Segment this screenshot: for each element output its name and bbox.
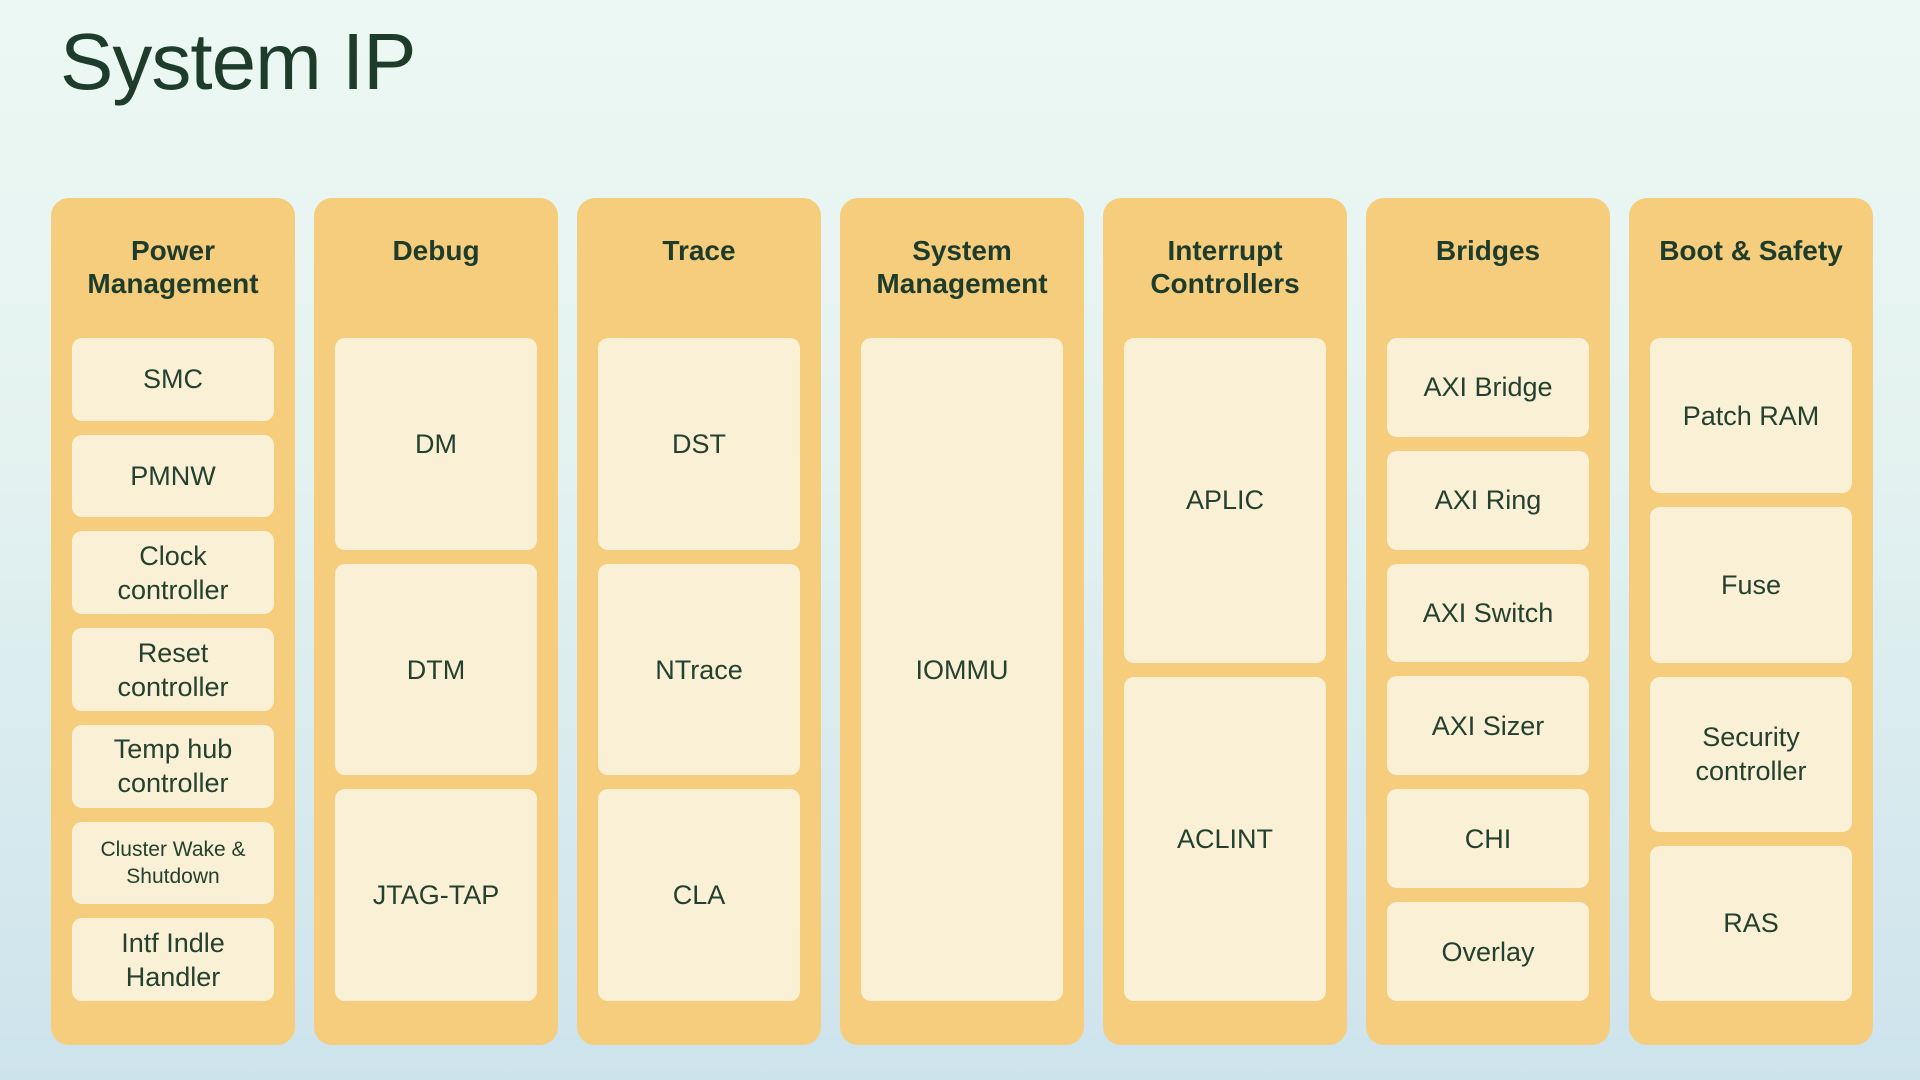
page-title: System IP <box>60 17 417 106</box>
block-overlay: Overlay <box>1387 902 1589 1001</box>
block-axi-sizer: AXI Sizer <box>1387 676 1589 776</box>
block-pmnw: PMNW <box>72 434 274 518</box>
block-dst: DST <box>598 338 800 550</box>
block-axi-bridge: AXI Bridge <box>1387 338 1589 437</box>
block-temp-hub-controller: Temp hub controller <box>72 724 274 808</box>
block-iommu: IOMMU <box>861 338 1063 1001</box>
block-smc: SMC <box>72 338 274 421</box>
block-dm: DM <box>335 338 537 550</box>
block-aplic: APLIC <box>1124 338 1326 663</box>
block-clock-controller: Clock controller <box>72 531 274 615</box>
block-security-controller: Security controller <box>1650 676 1852 832</box>
column-title: Interrupt Controllers <box>1150 235 1300 299</box>
block-dtm: DTM <box>335 563 537 776</box>
block-fuse: Fuse <box>1650 507 1852 663</box>
block-ras: RAS <box>1650 845 1852 1001</box>
block-chi: CHI <box>1387 789 1589 889</box>
block-axi-ring: AXI Ring <box>1387 450 1589 550</box>
block-intf-indle-handler: Intf Indle Handler <box>72 918 274 1002</box>
column-title: Debug <box>392 235 480 266</box>
block-cla: CLA <box>598 789 800 1002</box>
block-cluster-wake-shutdown: Cluster Wake & Shutdown <box>72 821 274 905</box>
column-title: Boot & Safety <box>1659 235 1843 266</box>
block-aclint: ACLINT <box>1124 676 1326 1001</box>
column-title: Power Management <box>87 235 259 299</box>
block-reset-controller: Reset controller <box>72 628 274 711</box>
block-jtag-tap: JTAG-TAP <box>335 789 537 1002</box>
column-title: Bridges <box>1435 235 1541 266</box>
block-patch-ram: Patch RAM <box>1650 338 1852 494</box>
column-title: System Management <box>876 235 1048 299</box>
column-items: IOMMU <box>840 338 1084 1045</box>
block-ntrace: NTrace <box>598 563 800 776</box>
block-axi-switch: AXI Switch <box>1387 563 1589 663</box>
column-title: Trace <box>662 235 736 266</box>
